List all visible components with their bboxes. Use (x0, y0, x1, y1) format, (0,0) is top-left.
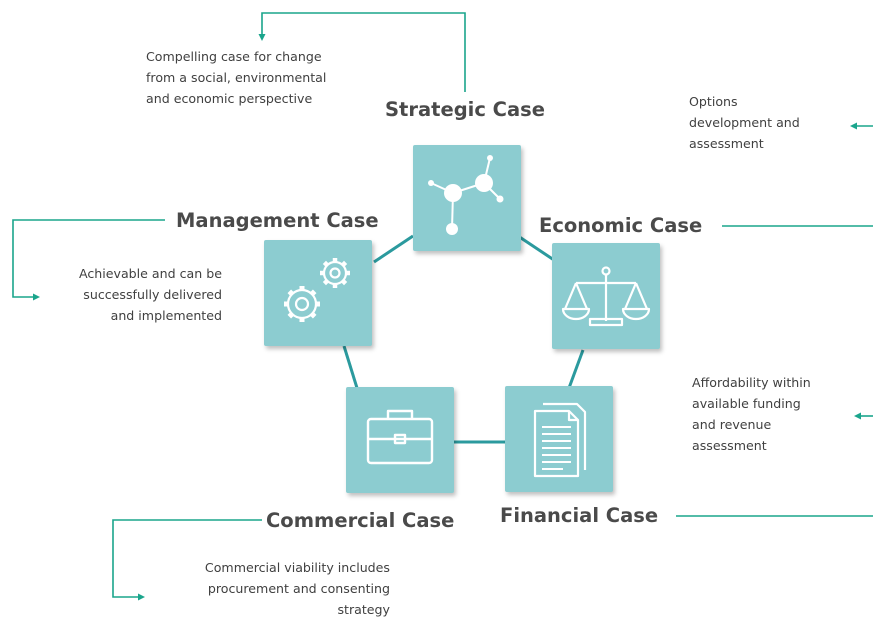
document-icon (533, 402, 587, 478)
callout-line-commercial (112, 519, 262, 601)
balance-scale-icon (561, 266, 651, 327)
economic-case-description: Options development and assessment (689, 91, 800, 154)
commercial-case-title: Commercial Case (266, 509, 455, 532)
economic-case-title: Economic Case (539, 214, 703, 237)
financial-case-description: Affordability within available funding a… (692, 372, 811, 456)
commercial-case-tile (346, 387, 454, 493)
description-line: Compelling case for change (146, 49, 322, 64)
network-icon (428, 155, 504, 235)
connector-economic-financial (567, 349, 585, 389)
description-line: Achievable and can be (78, 266, 222, 281)
description-line: Commercial viability includes (204, 560, 390, 575)
management-case-title: Management Case (176, 209, 379, 232)
description-line: strategy (337, 602, 390, 617)
description-line: successfully delivered (83, 287, 222, 302)
financial-case-tile (505, 386, 613, 492)
callout-line-management (12, 219, 165, 301)
connector-strategic-economic (517, 234, 555, 262)
description-line: assessment (692, 438, 767, 453)
description-line: development and (689, 115, 800, 130)
commercial-case-description: Commercial viability includes procuremen… (205, 557, 390, 620)
management-case-tile (264, 240, 372, 346)
callout-line-strategic (258, 12, 466, 92)
description-line: and economic perspective (146, 91, 313, 106)
description-line: and implemented (110, 308, 222, 323)
financial-case-title: Financial Case (500, 504, 659, 527)
connector-strategic-management (373, 234, 414, 264)
economic-case-tile (552, 243, 660, 349)
strategic-case-description: Compelling case for change from a social… (146, 46, 326, 109)
description-line: available funding (692, 396, 801, 411)
strategic-case-tile (413, 145, 521, 251)
description-line: Affordability within (692, 375, 811, 390)
gears-icon (284, 258, 350, 322)
strategic-case-title: Strategic Case (385, 98, 545, 121)
description-line: procurement and consenting (207, 581, 390, 596)
description-line: assessment (689, 136, 764, 151)
briefcase-icon (366, 409, 434, 465)
description-line: Options (689, 94, 738, 109)
description-line: and revenue (692, 417, 772, 432)
connector-management-commercial (342, 345, 359, 389)
management-case-description: Achievable and can be successfully deliv… (79, 263, 222, 326)
description-line: from a social, environmental (146, 70, 327, 85)
